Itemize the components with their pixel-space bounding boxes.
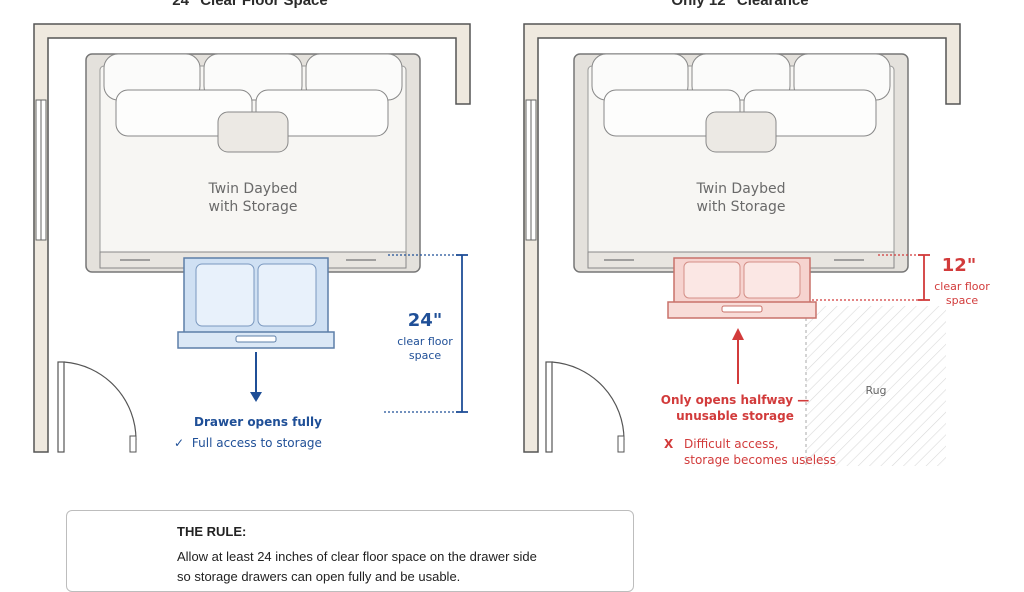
pillow bbox=[203, 53, 303, 101]
issue-line2: storage becomes useless bbox=[684, 453, 836, 467]
right-bed-label: Twin Daybed with Storage bbox=[661, 180, 821, 216]
drawer-blocked-arrow bbox=[732, 328, 744, 384]
folded-linens bbox=[683, 261, 741, 299]
left-panel-title: 24" Clear Floor Space bbox=[172, 0, 328, 9]
rug bbox=[805, 306, 946, 466]
folded-linens bbox=[257, 263, 317, 327]
left-daybed bbox=[85, 53, 421, 273]
check-icon: ✓ bbox=[174, 436, 185, 450]
bed-label-line1: Twin Daybed bbox=[208, 181, 298, 197]
right-dimension-value: 12" bbox=[941, 255, 977, 276]
warning-line1: Only opens halfway — bbox=[660, 393, 810, 407]
rule-text-line1: Allow at least 24 inches of clear floor … bbox=[177, 549, 537, 564]
bed-label-line2: with Storage bbox=[696, 199, 786, 215]
accent-pillow bbox=[705, 111, 777, 153]
folded-linens bbox=[195, 263, 255, 327]
caption-line2: space bbox=[945, 294, 979, 307]
bed-label-line2: with Storage bbox=[208, 199, 298, 215]
warning-line2: unusable storage bbox=[676, 409, 794, 423]
folded-linens bbox=[743, 261, 801, 299]
x-icon: X bbox=[664, 437, 674, 451]
issue-line1: Difficult access, bbox=[684, 437, 779, 451]
right-panel-title: Only 12" Clearance bbox=[671, 0, 809, 9]
right-room-walls bbox=[523, 23, 961, 453]
warning-note: Only opens halfway — unusable storage bbox=[654, 392, 816, 424]
accent-pillow bbox=[217, 111, 289, 153]
left-bed-label: Twin Daybed with Storage bbox=[173, 180, 333, 216]
caption-line2: space bbox=[408, 349, 442, 362]
rule-text-line2: so storage drawers can open fully and be… bbox=[177, 569, 461, 584]
left-panel bbox=[33, 23, 471, 453]
right-dimension-caption: clear floor space bbox=[926, 280, 998, 308]
right-dimension-marker bbox=[812, 254, 930, 301]
left-dimension-caption: clear floor space bbox=[386, 335, 464, 363]
right-drawer-half-open bbox=[667, 257, 817, 319]
right-daybed bbox=[573, 53, 909, 273]
pillow bbox=[691, 53, 791, 101]
rule-text: Allow at least 24 inches of clear floor … bbox=[177, 547, 617, 587]
drawer-note: Drawer opens fully bbox=[194, 415, 322, 429]
access-note: Full access to storage bbox=[191, 436, 322, 450]
drawer-opens-arrow bbox=[250, 352, 262, 402]
access-note-row: ✓ Full access to storage bbox=[174, 436, 354, 450]
left-dimension-marker bbox=[384, 254, 468, 413]
left-door bbox=[57, 361, 137, 453]
right-panel bbox=[523, 23, 961, 466]
caption-line1: clear floor bbox=[397, 335, 453, 348]
caption-line1: clear floor bbox=[934, 280, 990, 293]
rule-box: THE RULE: Allow at least 24 inches of cl… bbox=[66, 510, 634, 592]
rule-title: THE RULE: bbox=[177, 524, 247, 539]
left-dimension-value: 24" bbox=[407, 310, 443, 331]
issue-note: X Difficult access, storage becomes usel… bbox=[664, 436, 844, 468]
left-drawer-open bbox=[177, 257, 335, 349]
bed-label-line1: Twin Daybed bbox=[696, 181, 786, 197]
right-door bbox=[545, 361, 625, 453]
rug-label: Rug bbox=[865, 384, 887, 397]
left-room-walls bbox=[33, 23, 471, 453]
